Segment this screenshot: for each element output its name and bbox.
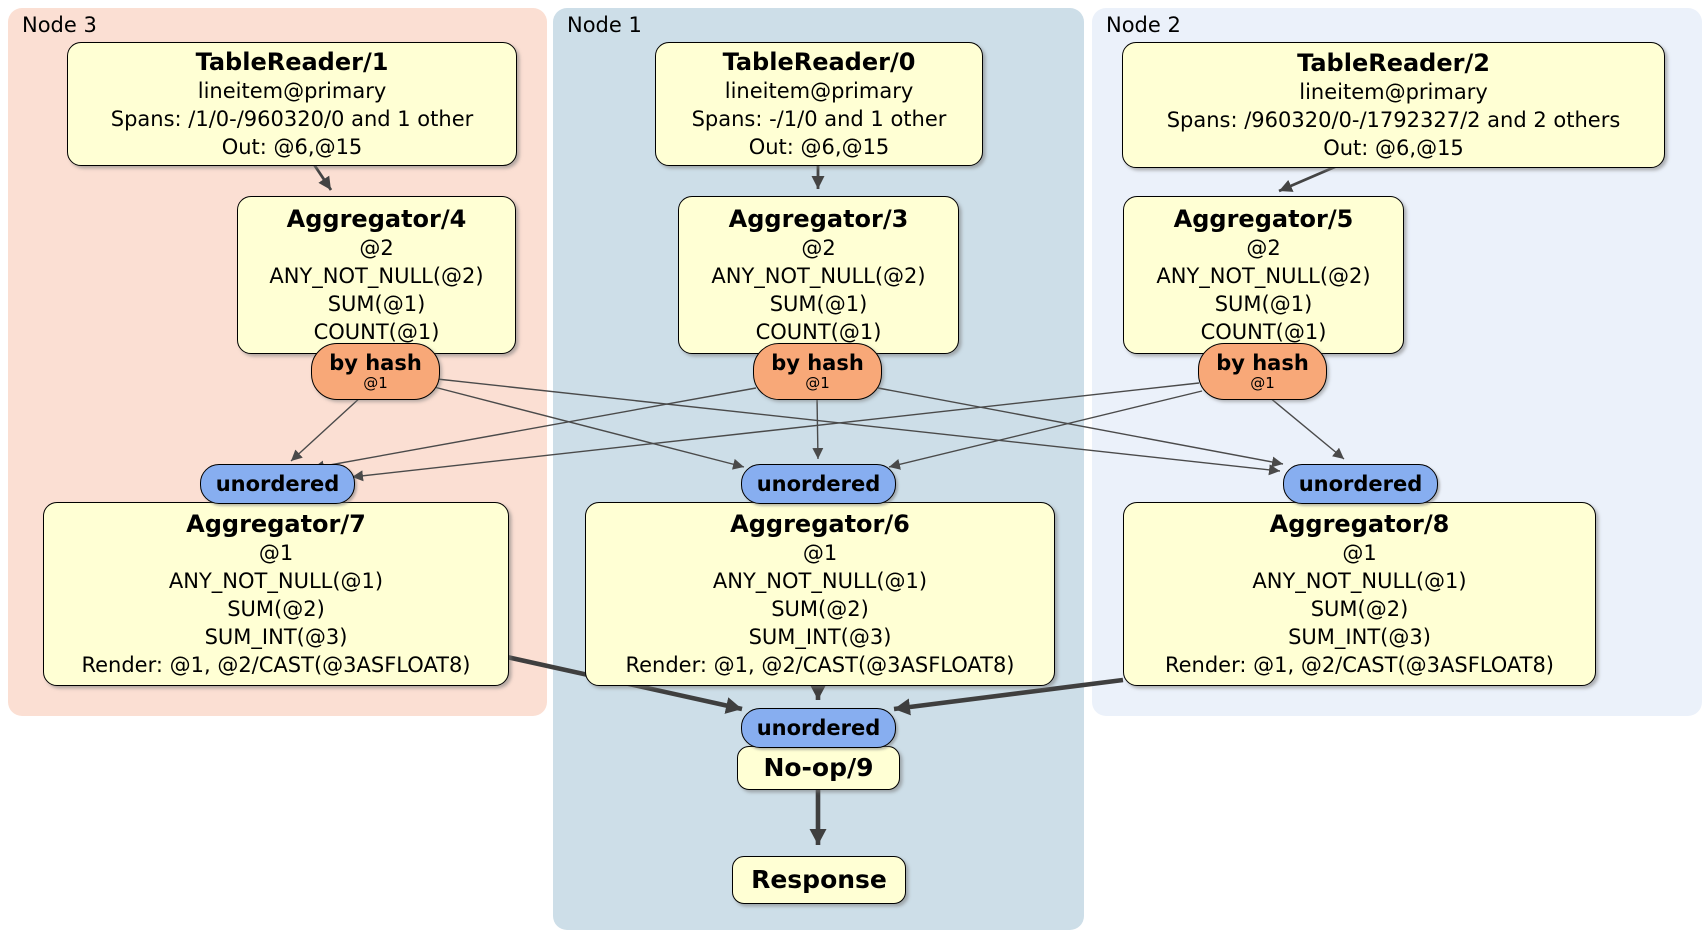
edge-hashL-syncR	[436, 378, 1281, 476]
box-line: SUM_INT(@3)	[1288, 625, 1431, 649]
box-line: @1	[258, 541, 294, 565]
edge-hashR-syncM	[888, 390, 1203, 470]
box-line: lineitem@primary	[724, 79, 914, 103]
box-line: SUM_INT(@3)	[204, 625, 348, 649]
box-title: Aggregator/4	[286, 205, 467, 233]
router-detail: @1	[805, 374, 830, 392]
box-line: lineitem@primary	[197, 79, 387, 103]
box-title: No-op/9	[763, 753, 874, 782]
box-line: SUM(@2)	[227, 597, 325, 621]
box-title: Aggregator/5	[1173, 205, 1354, 233]
box-line: SUM(@1)	[327, 292, 426, 316]
box-line: @2	[1246, 236, 1281, 260]
hash-router-node2: by hash @1	[1198, 343, 1327, 400]
box-title: Response	[751, 865, 887, 894]
box-line: ANY_NOT_NULL(@1)	[712, 569, 928, 593]
box-line: Out: @6,@15	[748, 135, 890, 159]
unordered-sync-node1: unordered	[741, 464, 896, 504]
aggregator-3: Aggregator/3 @2 ANY_NOT_NULL(@2) SUM(@1)…	[678, 196, 959, 354]
router-detail: @1	[1250, 374, 1275, 392]
hash-router-node3: by hash @1	[311, 343, 440, 400]
box-line: ANY_NOT_NULL(@1)	[168, 569, 384, 593]
box-line: Spans: /1/0-/960320/0 and 1 other	[110, 107, 474, 131]
box-line: Render: @1, @2/CAST(@3ASFLOAT8)	[81, 653, 471, 677]
unordered-sync-final: unordered	[741, 708, 896, 748]
box-line: SUM(@2)	[1310, 597, 1409, 621]
box-line: SUM(@2)	[771, 597, 869, 621]
edge-tr1-agg4	[311, 162, 333, 191]
tablereader-2: TableReader/2 lineitem@primary Spans: /9…	[1122, 42, 1665, 168]
router-label: by hash	[1216, 351, 1309, 375]
box-title: TableReader/2	[1297, 49, 1490, 77]
edge-hashR-syncL	[351, 382, 1200, 482]
router-edges	[290, 378, 1345, 482]
edge-hashM-syncM	[812, 396, 824, 460]
box-line: ANY_NOT_NULL(@1)	[1252, 569, 1467, 593]
box-line: ANY_NOT_NULL(@2)	[711, 264, 926, 288]
node1-label: Node 1	[567, 13, 642, 37]
aggregator-4: Aggregator/4 @2 ANY_NOT_NULL(@2) SUM(@1)…	[237, 196, 516, 354]
box-line: ANY_NOT_NULL(@2)	[1156, 264, 1371, 288]
box-line: Out: @6,@15	[221, 135, 363, 159]
tablereader-1: TableReader/1 lineitem@primary Spans: /1…	[67, 42, 517, 166]
box-title: Aggregator/7	[186, 510, 366, 538]
box-line: @2	[801, 236, 836, 260]
unordered-sync-node3: unordered	[200, 464, 355, 504]
box-line: @1	[1342, 541, 1377, 565]
aggregator-6: Aggregator/6 @1 ANY_NOT_NULL(@1) SUM(@2)…	[585, 502, 1055, 686]
router-label: by hash	[771, 351, 864, 375]
box-line: COUNT(@1)	[755, 320, 882, 344]
box-line: ANY_NOT_NULL(@2)	[269, 264, 484, 288]
tablereader-0: TableReader/0 lineitem@primary Spans: -/…	[655, 42, 983, 166]
box-line: Out: @6,@15	[1323, 136, 1464, 160]
box-line: SUM(@1)	[1214, 292, 1313, 316]
hash-router-node1: by hash @1	[753, 343, 882, 400]
unordered-sync-node2: unordered	[1283, 464, 1438, 504]
box-line: SUM_INT(@3)	[748, 625, 892, 649]
node2-label: Node 2	[1106, 13, 1181, 37]
edge-hashL-syncL	[290, 395, 363, 462]
box-line: @1	[802, 541, 838, 565]
box-title: Aggregator/8	[1269, 510, 1450, 538]
box-line: @2	[359, 236, 394, 260]
box-title: Aggregator/3	[728, 205, 909, 233]
edge-hashR-syncR	[1268, 396, 1345, 460]
router-detail: @1	[363, 374, 388, 392]
box-title: Aggregator/6	[730, 510, 910, 538]
aggregator-8: Aggregator/8 @1 ANY_NOT_NULL(@1) SUM(@2)…	[1123, 502, 1596, 686]
box-line: Spans: /960320/0-/1792327/2 and 2 others	[1166, 108, 1621, 132]
box-line: Spans: -/1/0 and 1 other	[691, 107, 947, 131]
edge-agg8-syncF	[893, 677, 1124, 716]
node3-label: Node 3	[22, 13, 97, 37]
box-line: Render: @1, @2/CAST(@3ASFLOAT8)	[625, 653, 1015, 677]
aggregator-5: Aggregator/5 @2 ANY_NOT_NULL(@2) SUM(@1)…	[1123, 196, 1404, 354]
box-title: TableReader/1	[195, 48, 389, 76]
box-line: COUNT(@1)	[313, 320, 440, 344]
box-line: Render: @1, @2/CAST(@3ASFLOAT8)	[1164, 653, 1555, 677]
box-line: SUM(@1)	[769, 292, 868, 316]
edge-hashM-syncR	[877, 387, 1284, 468]
router-label: by hash	[329, 351, 422, 375]
no-op-9: No-op/9	[737, 746, 900, 790]
box-line: lineitem@primary	[1299, 80, 1488, 104]
edge-hashL-syncM	[433, 386, 745, 470]
aggregator-7: Aggregator/7 @1 ANY_NOT_NULL(@1) SUM(@2)…	[43, 502, 509, 686]
edge-hashM-syncL	[312, 387, 757, 472]
box-line: COUNT(@1)	[1200, 320, 1327, 344]
box-title: TableReader/0	[722, 48, 916, 76]
response: Response	[732, 856, 906, 904]
